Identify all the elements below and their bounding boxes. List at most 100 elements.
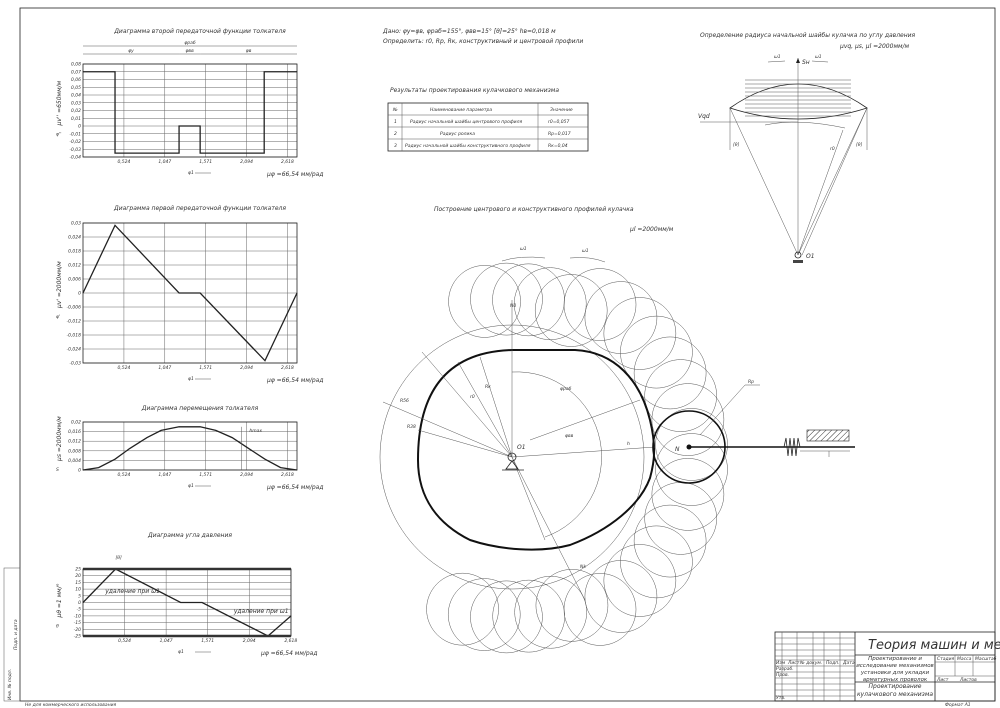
cell: Rк=0,04 xyxy=(548,143,568,149)
data-point xyxy=(264,360,266,362)
y-axis-label: μv' =2000мм/м xyxy=(56,261,63,309)
y-tick-label: -25 xyxy=(74,634,81,640)
sheet-label: Лист xyxy=(936,677,949,683)
col-label: Подп. xyxy=(826,660,840,666)
chart-title: Диаграмма первой передаточной функции то… xyxy=(113,205,286,212)
y-tick-label: 0,02 xyxy=(71,108,81,114)
determine-text: Определить: r0, Rр, Rк, конструктивный и… xyxy=(383,38,583,45)
y-tick-label: -0,04 xyxy=(69,155,81,161)
y-tick-label: -20 xyxy=(74,627,81,633)
data-point xyxy=(296,469,298,471)
y-tick-label: 0,006 xyxy=(68,277,81,283)
x-tick-label: 1,047 xyxy=(158,159,171,165)
vq-label: Vqd xyxy=(698,113,710,120)
chart-title: Диаграмма угла давления xyxy=(147,532,232,539)
data-point xyxy=(199,426,201,428)
y-tick-label: 0 xyxy=(78,124,81,130)
roller-position xyxy=(470,580,543,654)
roller-position xyxy=(535,569,609,642)
chart-1: Диаграмма второй передаточной функции то… xyxy=(56,28,324,178)
note-down: удаление при ω1 xyxy=(233,608,289,615)
note-up: удаление при ω1 xyxy=(104,588,160,595)
spring xyxy=(783,437,801,457)
y-tick-label: -15 xyxy=(74,620,81,626)
y-tick-label: 5 xyxy=(78,593,81,599)
y-tick-label: 0,07 xyxy=(71,69,81,75)
y-tick-label: 0 xyxy=(78,600,81,606)
y-tick-label: -5 xyxy=(77,607,82,613)
margin-sign: Подп. и дата xyxy=(13,619,19,650)
x-scale: μφ =66,54 мм/рад xyxy=(266,171,324,178)
roller-position xyxy=(651,458,725,531)
x-tick-label: 2,094 xyxy=(240,365,253,371)
x-tick-label: 0,524 xyxy=(117,365,130,371)
roller-position xyxy=(603,297,677,370)
y-tick-label: 0,004 xyxy=(68,458,81,464)
cell: 2 xyxy=(394,131,397,137)
y-tick-label: 0,05 xyxy=(71,85,81,91)
data-point xyxy=(82,71,84,73)
h-label: h xyxy=(627,441,630,447)
col-label: Изм xyxy=(776,660,786,666)
roller-position xyxy=(447,578,521,651)
x-tick-label: 1,571 xyxy=(199,365,212,371)
data-point xyxy=(178,125,180,127)
data-point xyxy=(82,602,84,603)
data-point xyxy=(114,71,116,73)
margin-stamp xyxy=(3,567,21,702)
x-scale: μφ =66,54 мм/рад xyxy=(260,650,318,657)
discipline: Теория машин и механизмов xyxy=(868,638,1000,653)
y-tick-label: -0,006 xyxy=(66,305,81,311)
col-param: Наименование параметра xyxy=(430,107,492,113)
phi-dwell-label: φвв xyxy=(565,434,574,439)
y-axis-label: μv'' =650мм/м xyxy=(56,80,63,126)
roller-position xyxy=(620,525,693,599)
omega-label: ω1 xyxy=(582,248,589,254)
roller-position xyxy=(492,579,565,653)
y-tick-label: 0,08 xyxy=(71,62,81,68)
x-tick-label: 2,618 xyxy=(281,365,294,371)
data-point xyxy=(280,467,281,468)
x-tick-label: 1,571 xyxy=(201,638,214,644)
cam-profile xyxy=(416,349,656,551)
plot-frame xyxy=(82,63,298,158)
cell: Rр=0,017 xyxy=(548,131,571,137)
data-point xyxy=(199,292,201,294)
col-label: № докум. xyxy=(799,660,822,666)
sheet-title: Проектирование кулачкового механизма xyxy=(856,683,934,698)
o1-label: O1 xyxy=(517,444,526,451)
title-block: Теория машин и механизмов Проектирование… xyxy=(774,631,1000,708)
cell: Радиус начальной шайбы центрового профил… xyxy=(410,119,522,125)
y-tick-label: 20 xyxy=(75,573,81,579)
roller-position xyxy=(633,336,707,410)
x-tick-label: 2,094 xyxy=(240,159,253,165)
data-point xyxy=(129,448,131,449)
col-label: Дата xyxy=(842,660,855,666)
series-line xyxy=(83,71,297,154)
roller-position xyxy=(534,274,608,347)
x-tick-label: 2,094 xyxy=(243,638,256,644)
data-point xyxy=(82,292,84,294)
x-tick-label: 1,047 xyxy=(160,638,173,644)
chart-title: Диаграмма второй передаточной функции то… xyxy=(113,28,286,35)
roller-position xyxy=(655,433,728,506)
data-point xyxy=(178,292,180,294)
x-scale: μφ =66,54 мм/рад xyxy=(266,377,324,384)
x-axis-label: φ1 xyxy=(188,170,194,176)
omega-label: ω1 xyxy=(520,246,527,252)
x-tick-label: 1,571 xyxy=(199,159,212,165)
data-point xyxy=(199,125,201,127)
phase-label-dwell: φвв xyxy=(185,49,194,54)
row-label: Утв. xyxy=(776,695,785,701)
x-tick-label: 1,047 xyxy=(158,472,171,478)
data-point xyxy=(178,152,180,154)
x-tick-label: 2,618 xyxy=(281,159,294,165)
r-outer-label: R56 xyxy=(400,398,409,404)
roller-position xyxy=(651,383,725,456)
cell: Радиус начальной шайбы конструктивного п… xyxy=(405,143,531,149)
limit-label: [θ] xyxy=(116,555,123,561)
row-label: Пров. xyxy=(776,672,789,678)
data-point xyxy=(180,602,182,603)
roller-position xyxy=(584,560,658,633)
roller-position xyxy=(470,262,543,336)
